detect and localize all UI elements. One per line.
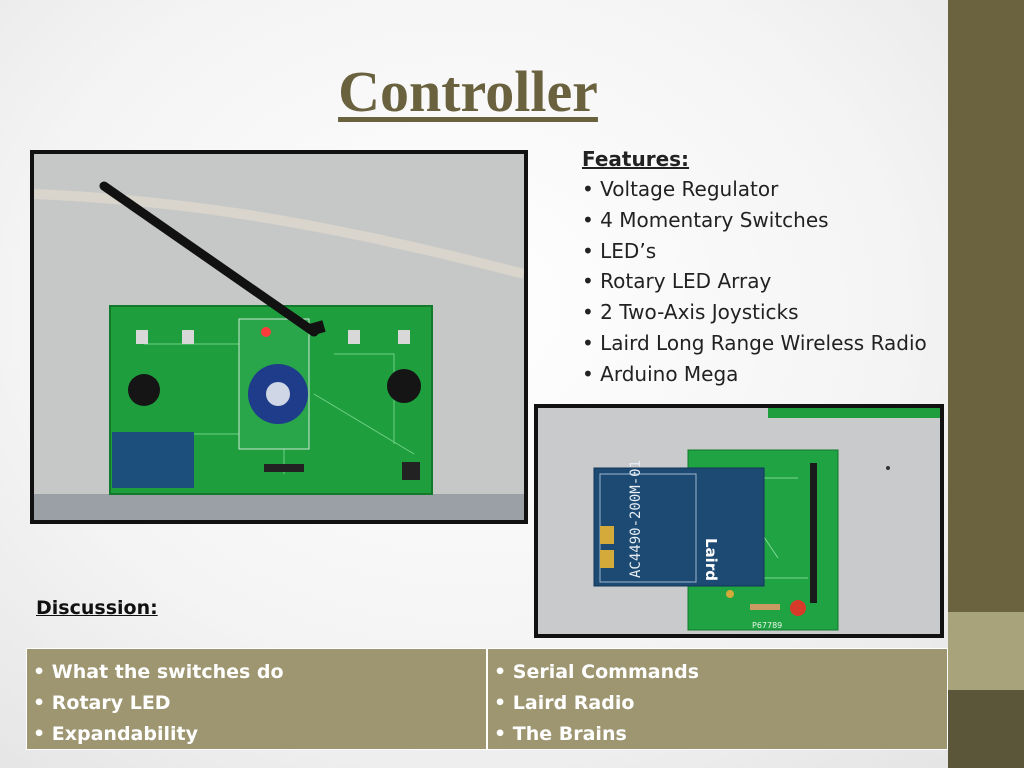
list-item: Serial Commands — [494, 657, 941, 688]
sidebar-lower — [948, 690, 1024, 768]
discussion-col-left: What the switches do Rotary LED Expandab… — [27, 649, 486, 749]
controller-board-photo — [30, 150, 528, 524]
sidebar-band — [948, 612, 1024, 690]
board-part-label: P67789 — [752, 621, 782, 630]
list-item: Arduino Mega — [582, 359, 942, 390]
discussion-heading: Discussion: — [36, 597, 158, 619]
list-item: Laird Long Range Wireless Radio — [582, 328, 942, 359]
list-item: Expandability — [33, 719, 480, 750]
slide-title: Controller — [338, 59, 598, 124]
list-item: Rotary LED Array — [582, 266, 942, 297]
list-item: Laird Radio — [494, 688, 941, 719]
list-item: What the switches do — [33, 657, 480, 688]
features-list: Voltage Regulator 4 Momentary Switches L… — [582, 174, 942, 390]
list-item: Rotary LED — [33, 688, 480, 719]
list-item: 4 Momentary Switches — [582, 205, 942, 236]
radio-module-label: AC4490-200M-01 — [628, 460, 644, 578]
discussion-table: What the switches do Rotary LED Expandab… — [26, 648, 948, 750]
discussion-col-right: Serial Commands Laird Radio The Brains — [486, 649, 947, 749]
radio-module-photo: AC4490-200M-01 Laird P67789 — [534, 404, 944, 638]
features-heading: Features: — [582, 147, 690, 171]
list-item: Voltage Regulator — [582, 174, 942, 205]
list-item: The Brains — [494, 719, 941, 750]
list-item: 2 Two-Axis Joysticks — [582, 297, 942, 328]
features-section: Features: Voltage Regulator 4 Momentary … — [582, 144, 942, 390]
radio-brand-logo: Laird — [702, 538, 720, 581]
list-item: LED’s — [582, 236, 942, 267]
